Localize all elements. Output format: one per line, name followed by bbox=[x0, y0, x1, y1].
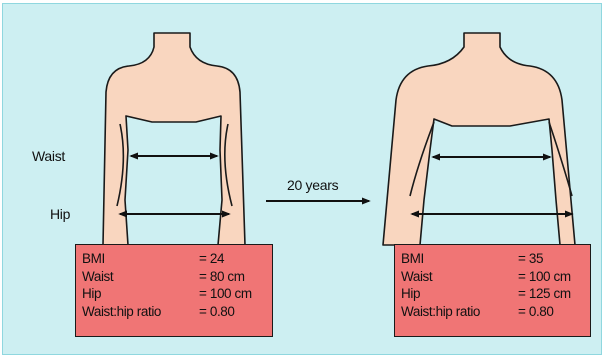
stat-key: BMI bbox=[82, 250, 199, 268]
table-row: Waist:hip ratio= 0.80 bbox=[82, 303, 272, 321]
stat-key: Hip bbox=[82, 285, 199, 303]
stat-key: BMI bbox=[401, 250, 518, 268]
table-row: BMI= 24 bbox=[82, 250, 272, 268]
table-row: Waist= 80 cm bbox=[82, 268, 272, 286]
table-row: Hip= 125 cm bbox=[401, 285, 590, 303]
stats-table-after: BMI= 35 Waist= 100 cm Hip= 125 cm Waist:… bbox=[394, 244, 591, 337]
stat-key: Waist bbox=[82, 268, 199, 286]
hip-label: Hip bbox=[50, 206, 70, 222]
stat-key: Hip bbox=[401, 285, 518, 303]
stat-value: = 80 cm bbox=[199, 268, 245, 286]
stat-key: Waist:hip ratio bbox=[82, 303, 199, 321]
stat-value: = 125 cm bbox=[518, 285, 571, 303]
table-row: Waist= 100 cm bbox=[401, 268, 590, 286]
time-label: 20 years bbox=[287, 177, 338, 193]
stat-value: = 35 bbox=[518, 250, 543, 268]
stat-value: = 100 cm bbox=[518, 268, 571, 286]
table-row: Waist:hip ratio= 0.80 bbox=[401, 303, 590, 321]
stat-value: = 0.80 bbox=[199, 303, 235, 321]
stats-table-before: BMI= 24 Waist= 80 cm Hip= 100 cm Waist:h… bbox=[75, 244, 273, 337]
table-row: BMI= 35 bbox=[401, 250, 590, 268]
stat-value: = 100 cm bbox=[199, 285, 252, 303]
stat-key: Waist:hip ratio bbox=[401, 303, 518, 321]
stat-value: = 24 bbox=[199, 250, 224, 268]
stat-key: Waist bbox=[401, 268, 518, 286]
table-row: Hip= 100 cm bbox=[82, 285, 272, 303]
stat-value: = 0.80 bbox=[518, 303, 554, 321]
waist-label: Waist bbox=[32, 148, 65, 164]
